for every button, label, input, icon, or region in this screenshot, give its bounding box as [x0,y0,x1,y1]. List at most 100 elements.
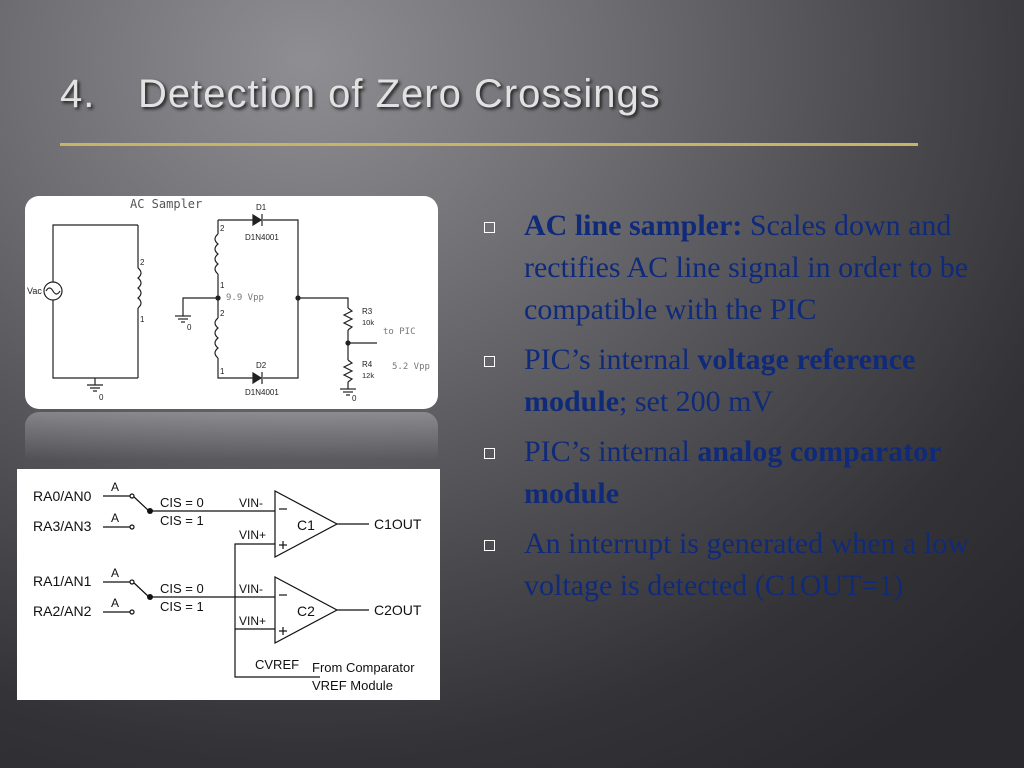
c1-label: C1 [297,517,315,533]
r3-resistor [342,307,354,331]
secondary-pin: 2 [220,309,225,318]
cvref-label: CVREF [255,657,299,672]
r3-label: R3 [362,307,373,316]
c2-cis-1: CIS = 1 [160,599,204,614]
diagram-reflection [25,412,438,460]
switch-pivot [147,508,153,514]
pin-terminal [129,609,135,615]
square-bullet-icon [484,222,495,233]
pin-ra3-label: RA3/AN3 [33,518,92,534]
bullet-list: AC line sampler: Scales down and rectifi… [478,205,998,615]
bullet-analog-comparator: PIC’s internal analog comparator module [478,431,998,515]
bullet-bold: analog comparator module [524,435,941,510]
bullet-bold: voltage reference module [524,343,916,418]
r4-label: R4 [362,360,373,369]
ac-sampler-svg: AC Sampler Vac 2 1 2 1 2 1 0 0 0 D1 D1N4… [27,197,430,403]
r3-value: 10k [362,318,374,327]
bullet-interrupt: An interrupt is generated when a low vol… [478,523,998,607]
r4-value: 12k [362,371,374,380]
analog-tag: A [111,480,119,494]
cis-switch-1 [132,495,150,512]
square-bullet-icon [484,540,495,551]
from-comparator-line1: From Comparator [312,660,415,675]
vac-label: Vac [27,286,42,296]
bullet-ac-line-sampler: AC line sampler: Scales down and rectifi… [478,205,998,331]
bullet-prefix: PIC’s internal [524,435,698,468]
source-loop-wire [52,224,138,379]
d1-label: D1 [256,203,267,212]
comparator-svg: RA0/AN0 RA3/AN3 RA1/AN1 RA2/AN2 A A A A … [33,480,422,693]
vpp-label: 9.9 Vpp [226,293,264,303]
square-bullet-icon [484,448,495,459]
divider-tap-wire [347,330,377,344]
d1-diode-icon [252,213,263,227]
bullet-prefix: PIC’s internal [524,343,698,376]
ground-label: 0 [352,394,357,403]
slide-title: 4. Detection of Zero Crossings [60,72,661,117]
secondary-pin: 2 [220,224,225,233]
pin-terminal [129,493,135,499]
analog-tag: A [111,511,119,525]
c2-cis-0: CIS = 0 [160,581,204,596]
ground-icon [87,384,103,392]
bullet-text: Scales down and rectifies AC line signal… [524,209,969,326]
d2-right-wire [263,298,299,379]
c1-comparator [274,490,339,558]
square-bullet-icon [484,356,495,367]
out-vpp-label: 5.2 Vpp [392,362,430,372]
c1-cis-1: CIS = 1 [160,513,204,528]
d1-part: D1N4001 [245,233,279,242]
c2-vin-plus-label: VIN+ [239,614,266,628]
c2-comparator [274,576,339,644]
pin-ra1-label: RA1/AN1 [33,573,92,589]
pin-terminal [129,579,135,585]
ac-sine-icon [45,287,61,295]
c1-vin-plus-label: VIN+ [239,528,266,542]
switch-pivot [147,594,153,600]
slide-number: 4. [60,72,96,116]
analog-tag: A [111,566,119,580]
center-tap-wire [182,297,218,316]
c1-cis-0: CIS = 0 [160,495,204,510]
secondary-pin: 1 [220,281,225,290]
sec-bottom-wire [217,358,253,379]
c1-vin-minus-label: VIN- [239,496,263,510]
c2out-label: C2OUT [374,602,422,618]
d2-diode-icon [252,371,263,385]
cis-switch-2 [132,581,150,598]
secondary-pin: 1 [220,367,225,376]
bullet-voltage-reference: PIC’s internal voltage reference module;… [478,339,998,423]
r4-resistor [342,359,354,383]
bullet-bold: AC line sampler: [524,209,743,242]
bullet-suffix: ; set 200 mV [619,385,774,418]
to-pic-label: to PIC [383,327,416,337]
secondary-coil-top [214,233,219,275]
ground-icon [175,315,191,323]
comparator-diagram: RA0/AN0 RA3/AN3 RA1/AN1 RA2/AN2 A A A A … [17,469,440,700]
c1out-label: C1OUT [374,516,422,532]
pin-ra2-label: RA2/AN2 [33,603,92,619]
analog-tag: A [111,596,119,610]
primary-pin-1: 1 [140,315,145,324]
pin-ra0-label: RA0/AN0 [33,488,92,504]
secondary-coil-bottom [214,317,219,359]
vin-plus-bus [234,543,320,678]
d2-part: D1N4001 [245,388,279,397]
ac-sampler-caption: AC Sampler [130,197,202,211]
d2-label: D2 [256,361,267,370]
ac-sampler-diagram: AC Sampler Vac 2 1 2 1 2 1 0 0 0 D1 D1N4… [25,196,438,409]
junction-dot [295,295,301,301]
bullet-prefix: An interrupt is generated when a low vol… [524,527,969,602]
slide-title-text: Detection of Zero Crossings [138,72,661,116]
ground-label: 0 [187,323,192,332]
c2-label: C2 [297,603,315,619]
pin-terminal [129,524,135,530]
primary-pin-2: 2 [140,258,145,267]
c2-vin-minus-label: VIN- [239,582,263,596]
junction-dot [345,340,351,346]
title-underline [60,143,918,146]
ground-label: 0 [99,393,104,402]
from-comparator-line2: VREF Module [312,678,393,693]
primary-coil [137,267,142,309]
ground-icon [340,388,356,396]
